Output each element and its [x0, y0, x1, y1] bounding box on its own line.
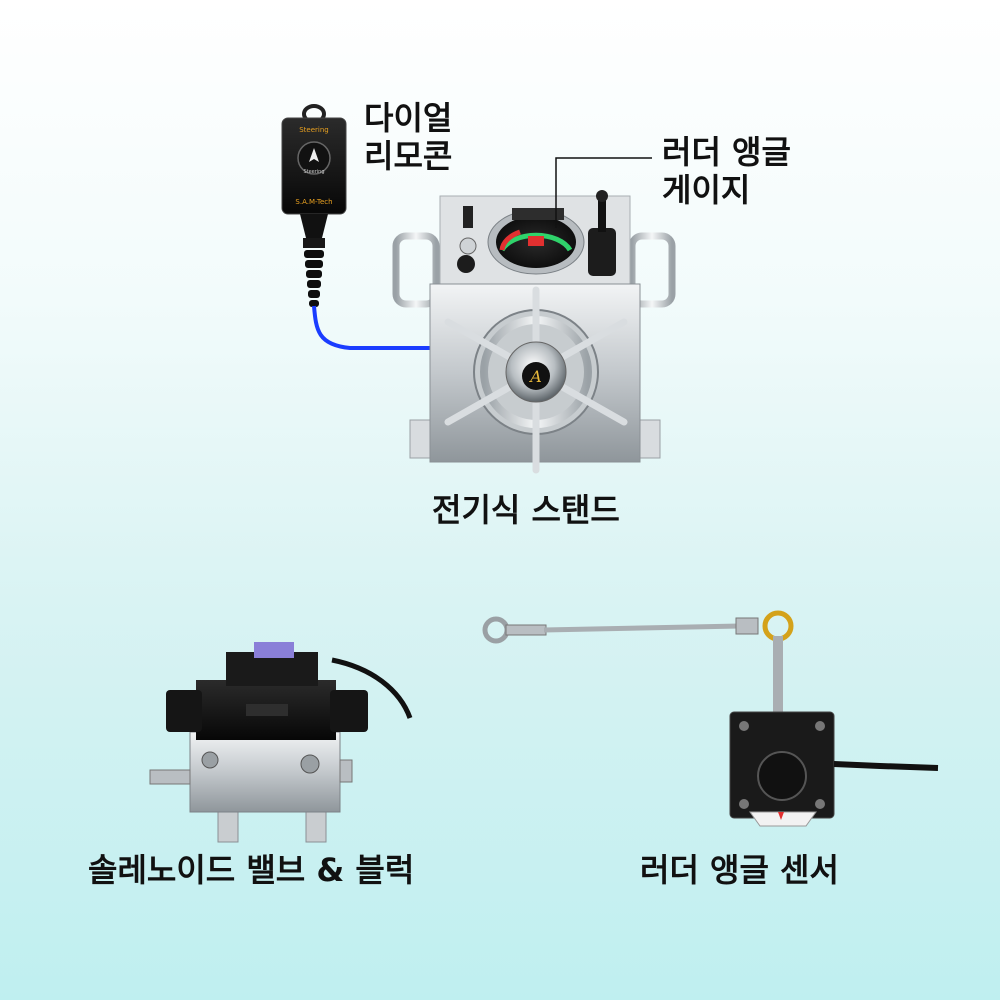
svg-text:A: A [528, 367, 542, 386]
rudder-sensor-image [482, 610, 939, 827]
valve-cable [331, 657, 413, 719]
rudder-angle-gauge-label-line-1: 러더 앵글 [662, 133, 791, 171]
solenoid-valve-label: 솔레노이드 밸브 & 블럭 [88, 851, 415, 889]
rudder-angle-gauge-label: 러더 앵글 게이지 [662, 133, 791, 210]
remote-knob-text: Steering [303, 169, 324, 175]
dial-remote-image: Steering Steering S.A.M-Tech [281, 104, 432, 350]
electric-stand-image: A [392, 190, 676, 474]
dial-remote-label-line-1: 다이얼 [364, 99, 453, 137]
rudder-angle-gauge-label-line-2: 게이지 [662, 170, 751, 209]
remote-top-text: Steering [299, 126, 329, 134]
sensor-cable [833, 761, 939, 771]
gauge-callout-line [555, 157, 652, 228]
solenoid-valve-image [149, 642, 413, 843]
dial-remote-label-line-2: 리모콘 [364, 136, 453, 175]
remote-brand-text: S.A.M-Tech [295, 198, 332, 206]
remote-cable [312, 305, 432, 350]
electric-stand-label: 전기식 스탠드 [432, 491, 620, 529]
dial-remote-label: 다이얼 리모콘 [364, 99, 453, 176]
rudder-sensor-label: 러더 앵글 센서 [640, 851, 839, 889]
